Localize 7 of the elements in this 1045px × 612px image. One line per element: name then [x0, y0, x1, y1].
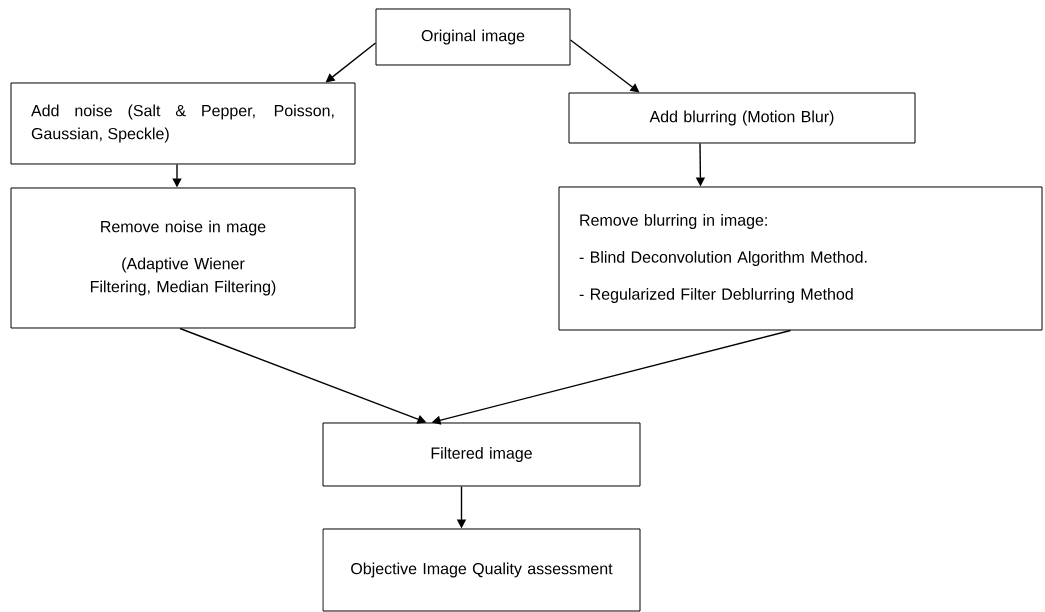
process-box: Add blurring (Motion Blur) [568, 92, 916, 144]
process-box: Add noise (Salt & Pepper, Poisson, Gaussian, Speckle) [10, 82, 356, 165]
process-box: Remove noise in mage (Adaptive Wiener Filtering, Median Filtering) [10, 187, 356, 329]
process-box: Filtered image [322, 422, 641, 487]
process-box: Original image [375, 8, 571, 66]
process-box: Objective Image Quality assessment [322, 528, 641, 612]
process-box: Remove blurring in image: - Blind Deconvolution Algorithm Method. - Regularized Filter Deblurring Method [558, 186, 1043, 331]
